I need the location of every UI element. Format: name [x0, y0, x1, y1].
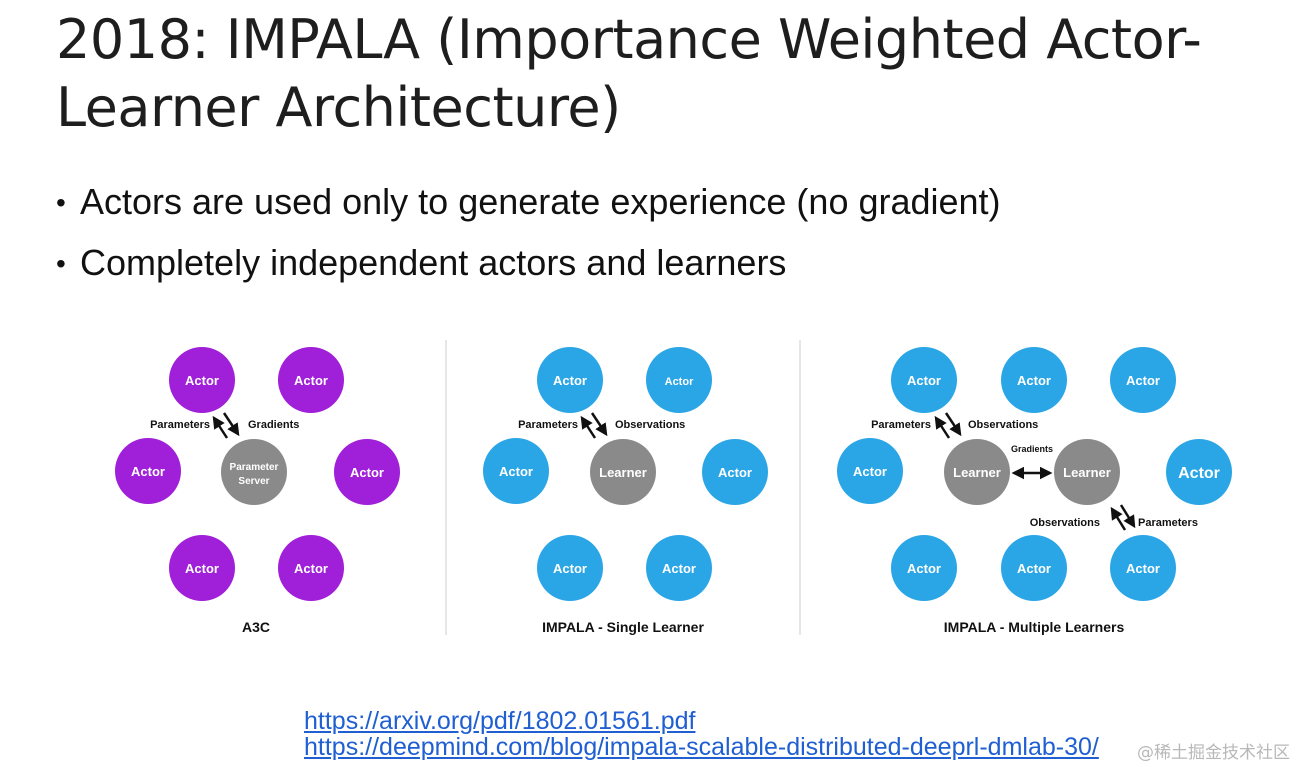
reference-links: https://arxiv.org/pdf/1802.01561.pdf htt…: [304, 708, 1099, 760]
arrow-down: [1119, 504, 1136, 529]
actor-node: Actor: [483, 438, 549, 504]
actor-node: Actor: [1110, 347, 1176, 413]
actor-label: Actor: [294, 561, 328, 576]
arrow-label-left: Parameters: [871, 419, 931, 431]
actor-label: Actor: [1126, 373, 1160, 388]
watermark: @稀土掘金技术社区: [1137, 743, 1290, 763]
arrow-up: [580, 415, 597, 439]
arrow-down: [944, 412, 962, 437]
actor-node: Actor: [278, 535, 344, 601]
bullet-icon: •: [56, 248, 66, 279]
actor-node: Actor: [169, 347, 235, 413]
arrow-label-left: Observations: [1030, 517, 1100, 529]
actor-label: Actor: [1126, 561, 1160, 576]
actor-label: Actor: [294, 373, 328, 388]
actor-label: Actor: [185, 373, 219, 388]
actor-label: Actor: [853, 464, 887, 479]
bullet-text: Actors are used only to generate experie…: [80, 181, 1001, 222]
actor-label: Actor: [185, 561, 219, 576]
deepmind-blog-link[interactable]: https://deepmind.com/blog/impala-scalabl…: [304, 733, 1099, 761]
bullet-text: Completely independent actors and learne…: [80, 242, 787, 283]
learner-label: Learner: [599, 465, 647, 480]
single-learner-panel: Actor Actor Actor Actor Actor Actor Lear…: [483, 347, 768, 635]
actor-label: Actor: [499, 464, 533, 479]
panel-caption: IMPALA - Single Learner: [542, 619, 704, 635]
learner-label: Learner: [953, 465, 1001, 480]
actor-node: Actor: [537, 535, 603, 601]
arrow-label-right: Observations: [615, 419, 685, 431]
actor-label: Actor: [350, 465, 384, 480]
actor-node: Actor: [1001, 347, 1067, 413]
actor-label: Actor: [1017, 561, 1051, 576]
arrow-up: [212, 415, 229, 439]
actor-node: Actor: [891, 535, 957, 601]
arrow-label-left: Parameters: [518, 419, 578, 431]
actor-label: Actor: [665, 376, 694, 388]
actor-node: Actor: [702, 439, 768, 505]
actor-label: Actor: [131, 464, 165, 479]
bullet-item: • Actors are used only to generate experi…: [56, 172, 1001, 233]
actor-label: Actor: [1178, 465, 1220, 482]
arrow-label-right: Gradients: [248, 419, 299, 431]
bullet-list: • Actors are used only to generate experi…: [56, 172, 1001, 294]
actor-node: Actor: [278, 347, 344, 413]
parameter-server-node: Parameter Server: [221, 439, 287, 505]
arrow-label-right: Parameters: [1138, 517, 1198, 529]
actor-node: Actor: [537, 347, 603, 413]
actor-label: Actor: [1017, 373, 1051, 388]
a3c-panel: Actor Actor Actor Actor Actor Actor Para…: [115, 347, 400, 635]
arrow-down: [590, 412, 608, 437]
arrow-up: [934, 415, 951, 439]
actor-label: Actor: [553, 373, 587, 388]
actor-node: Actor: [115, 438, 181, 504]
actor-node: Actor: [646, 347, 712, 413]
actor-label: Actor: [553, 561, 587, 576]
actor-node: Actor: [1166, 439, 1232, 505]
actor-label: Actor: [907, 373, 941, 388]
arrow-up: [1110, 506, 1127, 531]
architecture-diagram: Actor Actor Actor Actor Actor Actor Para…: [115, 340, 1232, 635]
actor-node: Actor: [891, 347, 957, 413]
learner-node: Learner: [590, 439, 656, 505]
gradients-label: Gradients: [1011, 444, 1053, 454]
panel-caption: IMPALA - Multiple Learners: [944, 619, 1125, 635]
actor-node: Actor: [646, 535, 712, 601]
actor-node: Actor: [1001, 535, 1067, 601]
center-label-line2: Server: [238, 476, 269, 487]
arrow-label-left: Parameters: [150, 419, 210, 431]
learner-label: Learner: [1063, 465, 1111, 480]
arrow-down: [222, 412, 240, 437]
bullet-icon: •: [56, 187, 66, 218]
panel-caption: A3C: [242, 619, 270, 635]
actor-node: Actor: [1110, 535, 1176, 601]
bullet-item: • Completely independent actors and learn…: [56, 233, 1001, 294]
arrow-label-right: Observations: [968, 419, 1038, 431]
actor-label: Actor: [662, 561, 696, 576]
multiple-learners-panel: Actor Actor Actor Actor Actor Actor Acto…: [837, 347, 1232, 635]
actor-label: Actor: [907, 561, 941, 576]
actor-node: Actor: [837, 438, 903, 504]
learner-node: Learner: [1054, 439, 1120, 505]
actor-node: Actor: [334, 439, 400, 505]
actor-node: Actor: [169, 535, 235, 601]
learner-node: Learner: [944, 439, 1010, 505]
slide-title: 2018: IMPALA (Importance Weighted Actor-…: [56, 8, 1202, 139]
center-label-line1: Parameter: [230, 462, 279, 473]
arxiv-link[interactable]: https://arxiv.org/pdf/1802.01561.pdf: [304, 707, 696, 735]
actor-label: Actor: [718, 465, 752, 480]
